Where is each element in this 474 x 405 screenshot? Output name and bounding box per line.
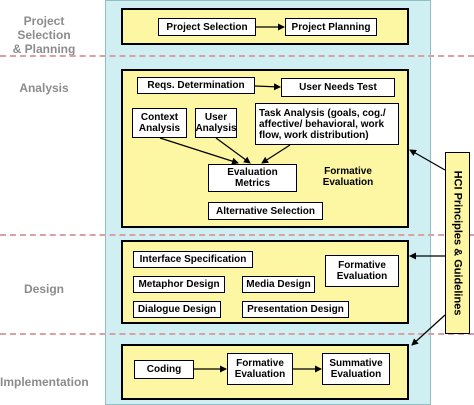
interface-specification-node: Interface Specification: [133, 251, 253, 268]
formative-evaluation-design-node: Formative Evaluation: [325, 255, 399, 287]
reqs-determination-node: Reqs. Determination: [137, 77, 255, 94]
project-selection-node: Project Selection: [158, 18, 256, 36]
formative-evaluation-impl-node: Formative Evaluation: [227, 353, 293, 385]
phase-label-analysis: Analysis: [19, 81, 69, 95]
context-analysis-node: Context Analysis: [132, 108, 187, 138]
phase-divider: [0, 333, 474, 335]
hci-principles-box: HCI Principles & Guidelines: [445, 152, 470, 334]
media-design-node: Media Design: [242, 276, 315, 293]
coding-node: Coding: [134, 360, 194, 379]
hci-principles-label: HCI Principles & Guidelines: [451, 170, 464, 316]
metaphor-design-node: Metaphor Design: [133, 276, 225, 293]
phase-label-design: Design: [23, 282, 64, 296]
alternative-selection-node: Alternative Selection: [208, 202, 323, 220]
evaluation-metrics-node: Evaluation Metrics: [208, 164, 297, 192]
phase-divider: [0, 234, 474, 236]
task-analysis-node: Task Analysis (goals, cog./ affective/ b…: [255, 103, 399, 145]
summative-evaluation-node: Summative Evaluation: [322, 353, 390, 385]
user-analysis-node: User Analysis: [195, 108, 237, 138]
formative-evaluation-analysis-label: Formative Evaluation: [322, 166, 374, 188]
user-needs-test-node: User Needs Test: [281, 78, 395, 97]
dialogue-design-node: Dialogue Design: [133, 301, 221, 318]
phase-label-planning: Project Selection & Planning: [12, 14, 76, 56]
phase-label-implementation: Implementation: [0, 375, 89, 389]
presentation-design-node: Presentation Design: [242, 301, 349, 318]
project-planning-node: Project Planning: [285, 18, 377, 36]
phase-divider: [0, 55, 474, 57]
